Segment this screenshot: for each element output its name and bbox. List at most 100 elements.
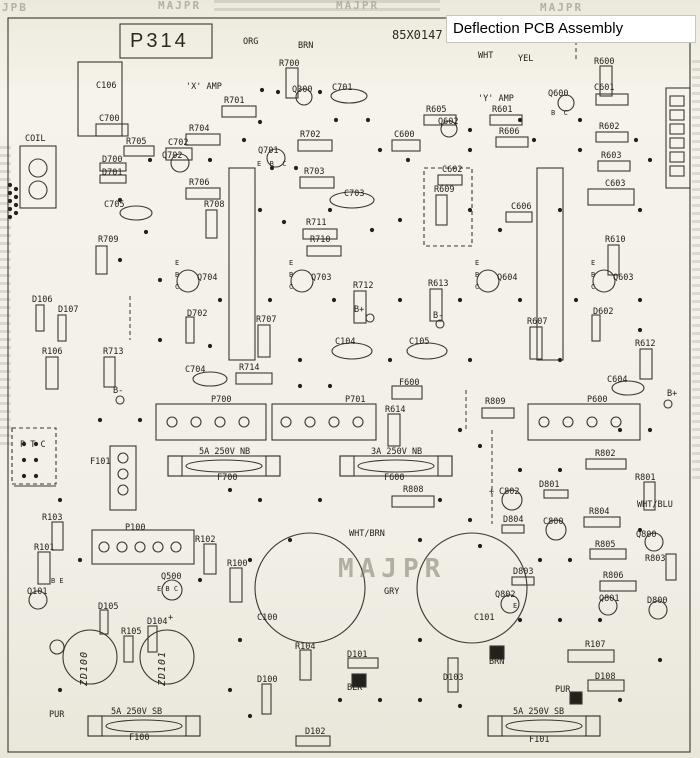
component-outline	[167, 455, 183, 477]
component-label: C800	[543, 517, 564, 527]
component-outline	[87, 715, 103, 737]
component-outline	[669, 151, 685, 163]
component-outline	[639, 348, 653, 380]
component-label: 'Y' AMP	[478, 94, 514, 104]
component-circle	[117, 452, 129, 464]
component-circle	[166, 416, 178, 428]
capacitor-outline	[331, 342, 373, 360]
component-label: ORG	[243, 37, 259, 47]
component-outline	[285, 67, 299, 99]
component-outline	[351, 673, 367, 688]
component-circle	[134, 541, 146, 553]
component-outline	[265, 455, 281, 477]
component-circle	[266, 148, 286, 168]
watermark-text: JPB	[2, 1, 28, 14]
component-label: R700	[279, 59, 300, 69]
component-circle	[644, 532, 664, 552]
component-outline	[185, 133, 221, 146]
component-label: Q300	[292, 85, 313, 95]
component-label: R703	[304, 167, 325, 177]
component-circle	[62, 629, 118, 685]
component-label: R701	[224, 96, 245, 106]
solder-pad	[647, 157, 653, 163]
solder-pad	[517, 117, 523, 123]
component-outline	[297, 139, 333, 152]
capacitor-outline	[357, 459, 435, 473]
pin-label: B	[591, 271, 596, 279]
component-circle	[290, 269, 314, 293]
component-label: C602	[442, 165, 463, 175]
component-circle	[28, 158, 48, 178]
component-label: Q604	[497, 273, 518, 283]
component-circle	[49, 639, 65, 655]
solder-pad	[21, 473, 27, 479]
component-circle	[304, 416, 316, 428]
component-label: Q101	[27, 587, 48, 597]
component-outline	[257, 324, 271, 358]
component-label: Q602	[438, 117, 459, 127]
solder-pad	[557, 467, 563, 473]
solder-pad	[33, 457, 39, 463]
solder-pad	[257, 497, 263, 503]
solder-pad	[143, 229, 149, 235]
component-label: Q500	[161, 572, 182, 582]
component-label: R707	[256, 315, 277, 325]
solder-pad	[333, 117, 339, 123]
capacitor-outline	[406, 342, 448, 360]
component-outline	[487, 715, 503, 737]
component-label: D105	[98, 602, 119, 612]
solder-pad	[537, 557, 543, 563]
solder-pad	[567, 557, 573, 563]
component-label: D107	[58, 305, 79, 315]
solder-pad	[137, 417, 143, 423]
component-label: R710	[310, 235, 331, 245]
component-label: R808	[403, 485, 424, 495]
component-label: D702	[187, 309, 208, 319]
component-label: C700	[99, 114, 120, 124]
component-circle	[538, 416, 550, 428]
component-label: R714	[239, 363, 260, 373]
component-outline	[205, 209, 218, 239]
component-circle	[598, 596, 618, 616]
component-outline	[665, 553, 677, 581]
component-circle	[176, 269, 200, 293]
component-outline	[585, 458, 627, 470]
component-label: D801	[539, 480, 560, 490]
capacitor-outline	[611, 380, 645, 396]
solder-pad	[467, 357, 473, 363]
component-outline	[203, 543, 217, 575]
solder-pad	[97, 417, 103, 423]
component-label: R605	[426, 105, 447, 115]
component-label: R105	[121, 627, 142, 637]
component-label: R600	[594, 57, 615, 67]
watermark-text: MAJPR	[338, 554, 447, 584]
component-label: R702	[300, 130, 321, 140]
component-outline	[261, 683, 272, 715]
solder-pad	[157, 277, 163, 283]
component-outline	[103, 356, 116, 388]
solder-pad	[531, 137, 537, 143]
capacitor-outline	[505, 719, 583, 733]
solder-pad	[467, 127, 473, 133]
component-label: C104	[335, 337, 356, 347]
component-outline	[669, 95, 685, 107]
component-circle	[545, 519, 567, 541]
component-outline	[495, 136, 529, 148]
component-outline	[35, 304, 45, 332]
component-circle	[152, 541, 164, 553]
component-outline	[669, 123, 685, 135]
component-outline	[487, 715, 601, 737]
component-outline	[295, 735, 331, 747]
component-label: R610	[605, 235, 626, 245]
component-label: ZD101	[157, 650, 168, 686]
watermark-text: MAJPR	[158, 0, 202, 12]
component-label: 5A 250V SB	[111, 707, 163, 717]
component-label: C101	[474, 613, 495, 623]
component-outline	[665, 87, 691, 189]
component-outline	[429, 288, 443, 322]
solder-pad	[117, 197, 123, 203]
component-circle	[28, 180, 48, 200]
board-part-number: P314	[130, 30, 189, 52]
component-outline	[669, 109, 685, 121]
component-label: P600	[587, 395, 608, 405]
